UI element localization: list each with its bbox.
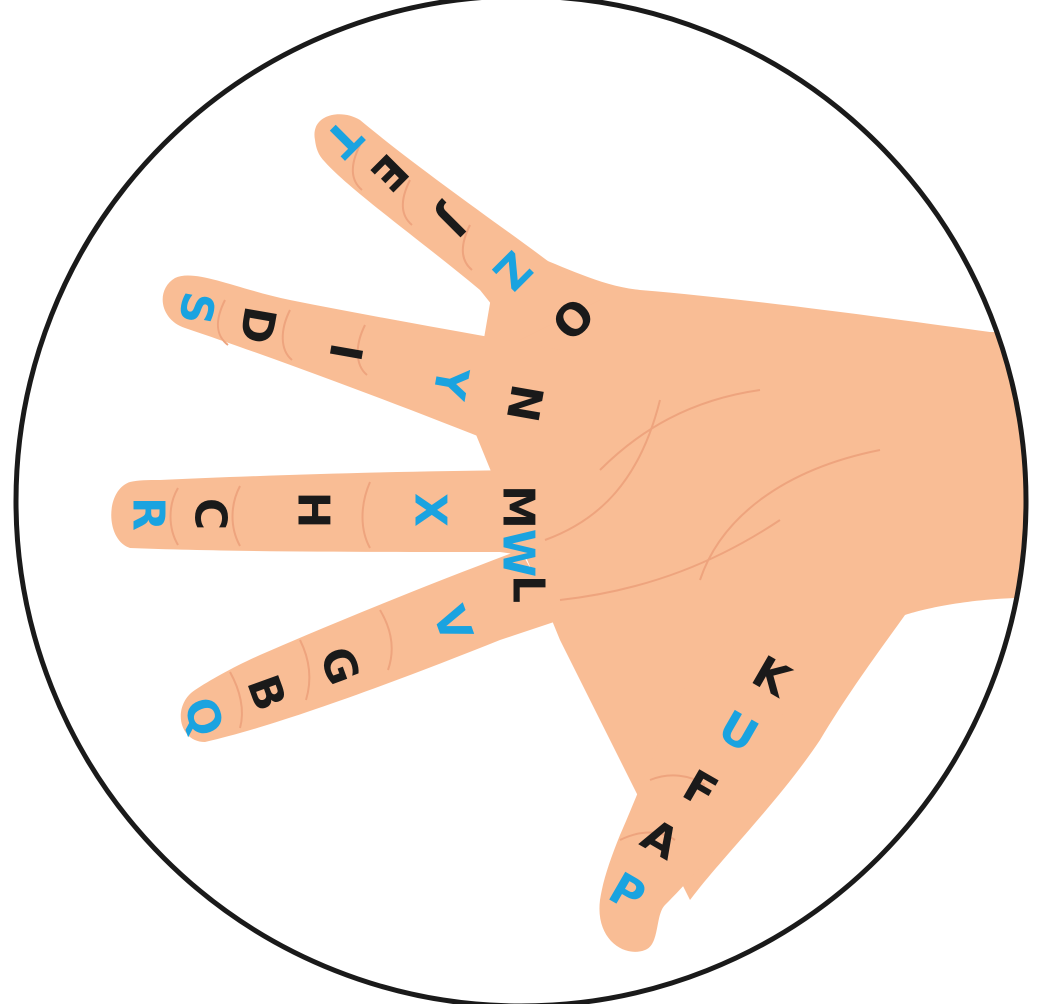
letter-w: W xyxy=(493,529,544,578)
letter-x: X xyxy=(405,493,456,527)
letter-r: R xyxy=(123,497,174,531)
letter-l: L xyxy=(503,575,554,603)
letter-m-upper: M xyxy=(493,485,544,529)
letter-c: C xyxy=(185,498,236,530)
letter-h: H xyxy=(288,492,339,529)
